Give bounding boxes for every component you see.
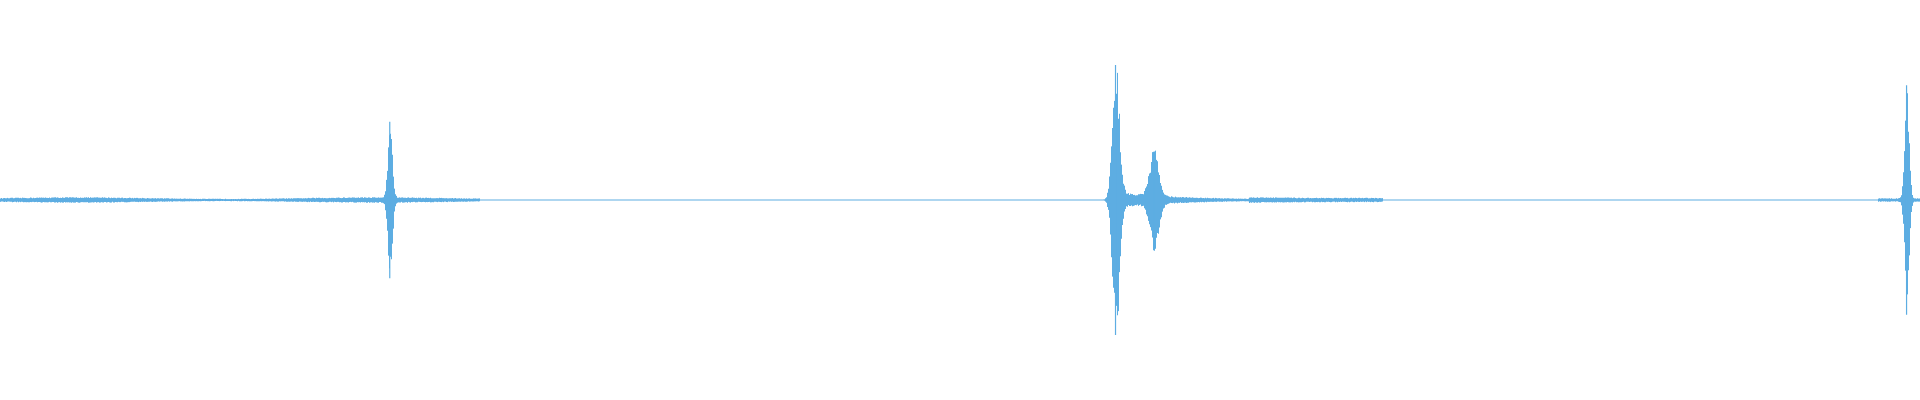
waveform-samples	[0, 72, 1920, 316]
